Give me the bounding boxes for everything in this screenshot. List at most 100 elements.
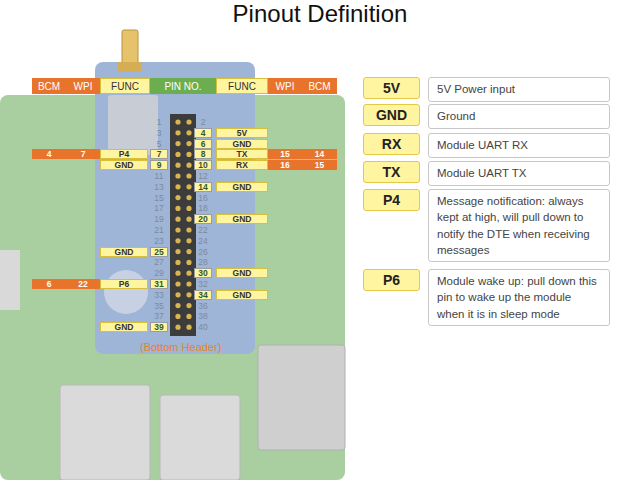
definition-key-text: GND [376,107,407,123]
definition-text-text: Message notification: always kept at hig… [437,193,601,257]
header-pin [175,303,180,308]
header-pins [175,119,191,329]
gpio-number: 15 [302,160,337,170]
pin-number: 38 [198,311,207,321]
pin-number: 3 [157,128,162,138]
pin-function-text: GND [233,214,252,224]
header-pin [175,281,180,286]
pin-function-text: 5V [237,128,247,138]
header-cell: FUNC [100,78,150,94]
ethernet-port [258,345,345,450]
definition-text: Ground [428,104,610,129]
pin-number-text: 31 [154,279,163,289]
definition-key: RX [363,133,420,155]
gpio-number-text: 15 [280,149,289,159]
pin-number-text: 8 [201,149,206,159]
definition-text-text: 5V Power input [437,81,515,97]
gpio-number-text: 4 [47,149,52,159]
module-chip [108,95,158,155]
pin-function: GND [216,214,268,224]
pin-function: GND [216,268,268,278]
pin-function: GND [100,160,148,170]
pin-function-text: GND [115,322,134,332]
pin-number-text: 7 [157,149,162,159]
pin-function-text: GND [115,160,134,170]
usb-port [60,385,150,480]
header-pin [175,173,180,178]
pin-number-text: 14 [198,182,207,192]
pin-number-text: 25 [154,247,163,257]
pin-number-text: 34 [198,290,207,300]
hat-component [104,270,148,314]
definition-text: Module wake up: pull down this pin to wa… [428,269,610,326]
gpio-number-text: 7 [81,149,86,159]
definition-key: GND [363,104,420,126]
gpio-number-text: 15 [315,160,324,170]
pin-number: 19 [154,214,163,224]
header-pin [186,217,191,222]
header-cell-text: PIN NO. [164,81,201,92]
pin-number: 39 [150,322,168,332]
header-pin [186,238,191,243]
definition-key: P4 [363,189,420,211]
pin-number: 29 [154,268,163,278]
pin-number-text: 6 [201,139,206,149]
pin-number-text: 20 [198,214,207,224]
pin-function: GND [100,247,148,257]
definition-key: P6 [363,269,420,291]
definition-text: 5V Power input [428,77,610,102]
definition-text-text: Module UART TX [437,165,526,181]
header-pin [186,173,191,178]
pin-function: P6 [100,279,148,289]
definition-text: Module UART TX [428,161,610,186]
pin-function-text: GND [233,268,252,278]
pin-number: 10 [194,160,212,170]
pin-number: 23 [154,236,163,246]
header-pin [186,152,191,157]
pin-function-text: TX [237,149,248,159]
header-pin [175,152,180,157]
header-cell: FUNC [216,78,268,94]
header-pin [175,238,180,243]
pin-number: 24 [198,236,207,246]
header-pin [175,130,180,135]
header-pin [186,119,191,124]
pin-function: P4 [100,149,148,159]
pin-number: 27 [154,257,163,267]
pin-number: 15 [154,193,163,203]
header-pin [175,227,180,232]
pin-number: 17 [154,203,163,213]
header-cell-text: BCM [38,81,60,92]
pin-number: 31 [150,279,168,289]
header-pin [186,292,191,297]
header-cell: WPI [66,78,100,94]
header-pin [175,260,180,265]
side-port [0,250,20,310]
header-pin [186,303,191,308]
header-pin [186,141,191,146]
header-cell: WPI [268,78,302,94]
header-cell: BCM [302,78,337,94]
header-pin [186,271,191,276]
definition-key: TX [363,161,420,183]
header-cell: BCM [32,78,66,94]
pin-number-text: 9 [157,160,162,170]
pin-function-text: P6 [119,279,129,289]
pin-number: 33 [154,290,163,300]
definition-text: Module UART RX [428,133,610,158]
definition-text: Message notification: always kept at hig… [428,189,610,262]
definition-key-text: 5V [383,80,400,96]
definition-key-text: P4 [383,192,400,208]
gpio-number: 16 [268,160,302,170]
pin-number: 20 [194,214,212,224]
pin-number: 30 [194,268,212,278]
pin-number: 18 [198,203,207,213]
header-pin [175,249,180,254]
antenna-base [118,62,142,72]
definition-key-text: P6 [383,272,400,288]
pin-function: GND [216,139,268,149]
pin-function: GND [216,290,268,300]
pin-function: GND [216,182,268,192]
gpio-number: 22 [66,279,100,289]
header-pin [175,217,180,222]
